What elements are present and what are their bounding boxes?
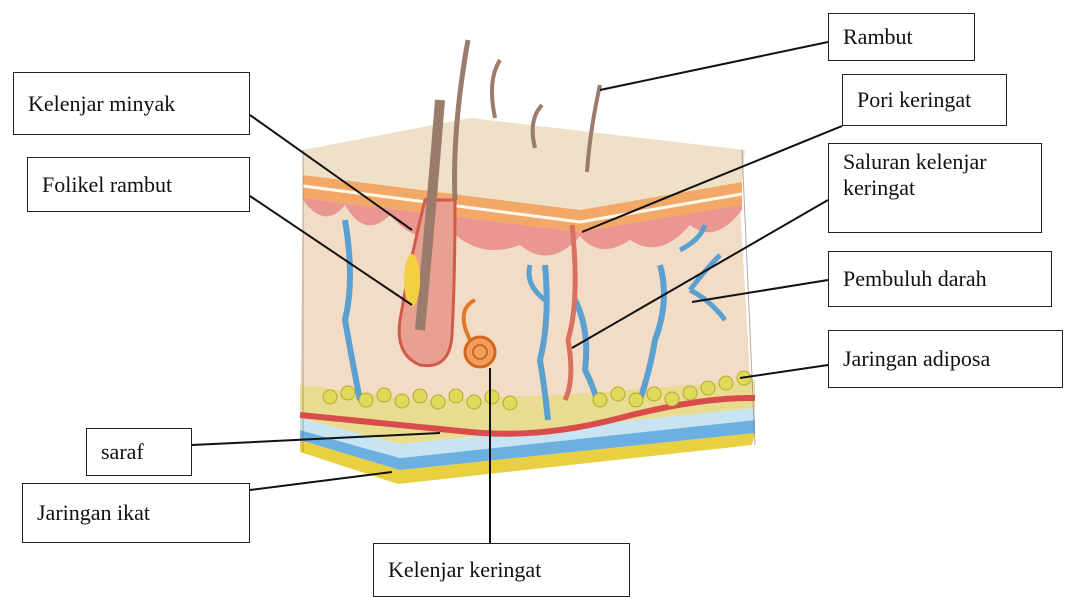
leader-jaringan-ikat	[250, 472, 392, 490]
hair-strand-1	[492, 60, 500, 118]
label-saluran-kelenjar-keringat-text: Saluran kelenjar keringat	[843, 149, 1027, 201]
label-folikel-rambut-text: Folikel rambut	[42, 172, 172, 198]
leader-jaringan-adiposa	[740, 365, 828, 378]
label-jaringan-ikat: Jaringan ikat	[22, 483, 250, 543]
leader-rambut	[600, 42, 828, 90]
label-kelenjar-keringat: Kelenjar keringat	[373, 543, 630, 597]
label-saraf-text: saraf	[101, 439, 144, 465]
label-jaringan-ikat-text: Jaringan ikat	[37, 500, 150, 526]
label-jaringan-adiposa-text: Jaringan adiposa	[843, 346, 990, 372]
sebaceous-gland	[404, 254, 420, 306]
label-folikel-rambut: Folikel rambut	[27, 157, 250, 212]
label-pembuluh-darah-text: Pembuluh darah	[843, 266, 987, 292]
label-jaringan-adiposa: Jaringan adiposa	[828, 330, 1063, 388]
label-rambut-text: Rambut	[843, 24, 913, 50]
skin-block	[300, 40, 755, 484]
label-pori-keringat: Pori keringat	[842, 74, 1007, 126]
label-kelenjar-keringat-text: Kelenjar keringat	[388, 557, 541, 583]
label-pori-keringat-text: Pori keringat	[857, 87, 971, 113]
label-kelenjar-minyak: Kelenjar minyak	[13, 72, 250, 135]
label-saluran-kelenjar-keringat: Saluran kelenjar keringat	[828, 143, 1042, 233]
label-pembuluh-darah: Pembuluh darah	[828, 251, 1052, 307]
label-kelenjar-minyak-text: Kelenjar minyak	[28, 91, 175, 117]
label-rambut: Rambut	[828, 13, 975, 61]
label-saraf: saraf	[86, 428, 192, 476]
sweat-gland-coil	[465, 337, 495, 367]
